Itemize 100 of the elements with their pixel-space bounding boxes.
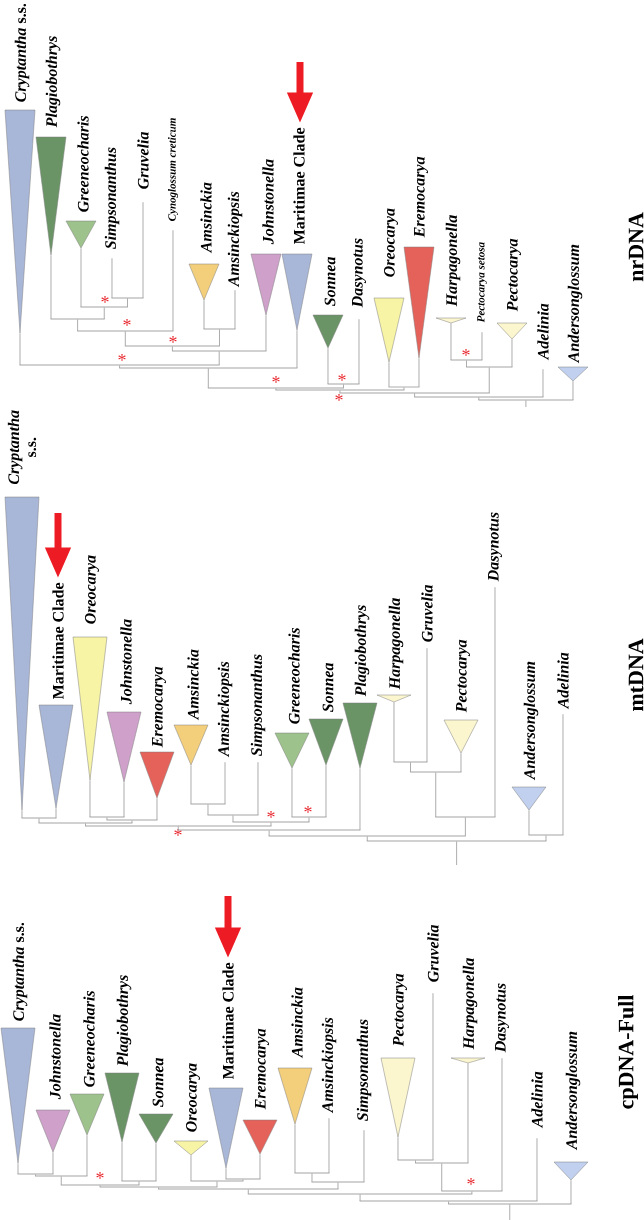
branch-line [224, 761, 226, 805]
branch-line [19, 332, 21, 366]
branch-line [247, 1189, 249, 1195]
taxon-label: Greeneocharis [83, 990, 95, 1087]
taxon-label: Greeneocharis [288, 627, 300, 724]
taxon-label: Maritimae Clade [52, 582, 64, 700]
branch-line [52, 1151, 54, 1175]
branch-line [488, 367, 490, 394]
branch-line [242, 1179, 244, 1182]
branch-line [418, 357, 420, 388]
taxon-label: Amsinckiopsis [321, 1017, 337, 1114]
taxon-label: Dasynotus [488, 512, 502, 582]
asterisk: * [462, 349, 470, 356]
taxon-label: Maritimae Clade [293, 127, 305, 245]
branch-line [511, 338, 513, 368]
branch-line [359, 1194, 361, 1202]
branch-line [21, 809, 23, 819]
taxon-label: Cryptantha s.s. [12, 922, 28, 1021]
branch-line [121, 1141, 123, 1182]
taxon-label: Simpsonanthus [356, 1019, 372, 1121]
taxon-label: Adelinia [537, 303, 549, 361]
branch-line [190, 1154, 192, 1182]
taxon-label: Amsinckiopsis [227, 191, 243, 288]
taxon-label: Oreocarya [85, 555, 99, 624]
taxon-label: Johnstonella [262, 159, 274, 245]
branch-line [131, 820, 133, 824]
taxon-label: Harpagonella [445, 215, 461, 307]
asterisk: * [123, 319, 131, 326]
taxon-label: Andersonglossum [523, 661, 539, 781]
branch-line [106, 817, 108, 821]
asterisk: * [338, 374, 346, 381]
branch-line [177, 826, 179, 831]
asterisk: * [304, 806, 312, 813]
branch-line [55, 807, 57, 819]
asterisk: * [174, 829, 182, 836]
taxon-label: Gruvelia [137, 131, 149, 189]
branch-line [464, 817, 466, 837]
branch-line [415, 1160, 416, 1164]
branch-line [225, 1167, 227, 1180]
branch-line [172, 229, 174, 332]
branch-line [17, 1162, 19, 1175]
taxon-label: Gruvelia [427, 924, 439, 982]
branch-line [275, 388, 277, 391]
asterisk: * [267, 811, 275, 818]
panel-title: mtDNA [628, 638, 644, 712]
taxon-label: Oreocarya [186, 1063, 200, 1132]
taxon-label: Adelinia [531, 1071, 543, 1129]
branch-line [60, 1176, 62, 1186]
branch-line [441, 1163, 443, 1192]
branch-line [466, 360, 467, 368]
branch-line [501, 1057, 503, 1192]
panel-title: cpDNA-Full [618, 994, 638, 1109]
branch-line [127, 298, 128, 308]
branch-line [268, 830, 270, 837]
branch-line [158, 1187, 159, 1190]
taxon-label: Oreocarya [384, 208, 398, 277]
taxon-label: Dasynotus [352, 238, 366, 308]
taxon-label: Eremocarya [414, 156, 428, 238]
branch-line [311, 1173, 313, 1183]
branch-line [328, 1117, 330, 1174]
asterisk: * [467, 1178, 475, 1185]
taxon-label: Eremocarya [152, 666, 166, 748]
branch-line [171, 346, 173, 352]
branch-line [80, 247, 82, 308]
asterisk: * [335, 394, 343, 401]
taxon-label: Gruvelia [421, 584, 433, 642]
branch-line [308, 817, 310, 823]
branch-line [359, 767, 361, 831]
branch-line [426, 647, 428, 763]
branch-line [467, 1062, 469, 1164]
branch-line [207, 368, 209, 389]
taxon-label: Sonnea [322, 662, 334, 712]
branch-line [414, 393, 416, 398]
branch-line [325, 764, 327, 818]
branch-line [545, 835, 547, 842]
branch-line [219, 329, 220, 347]
branch-line [103, 307, 105, 320]
taxon-label: Sonnea [324, 256, 336, 307]
taxon-label: Johnstonella [120, 619, 132, 705]
branch-line [119, 365, 121, 369]
branch-line [358, 318, 360, 385]
branch-line [478, 397, 480, 401]
taxon-label: Maritimae Clade [222, 962, 234, 1080]
branch-line [525, 400, 527, 408]
taxon-label: Cryptantha s.s. [7, 410, 37, 485]
branch-line [536, 1137, 538, 1202]
branch-line [234, 289, 236, 330]
branch-line [393, 701, 395, 763]
branch-line [86, 1134, 88, 1177]
taxon-label: Plagiobothrys [45, 36, 61, 128]
taxon-label: Johnstonella [49, 1014, 61, 1100]
branch-line [450, 322, 452, 361]
taxon-label: Cynoglossum creticum [168, 118, 178, 221]
branch-line [38, 818, 40, 824]
taxon-label: Pectocarya [456, 639, 470, 713]
taxon-label: Andersonglossum [567, 244, 583, 364]
taxon-label: Plagiobothrys [116, 975, 132, 1067]
branch-line [432, 992, 434, 1161]
branch-line [190, 764, 192, 805]
taxon-label: Pectocarya [393, 973, 407, 1047]
